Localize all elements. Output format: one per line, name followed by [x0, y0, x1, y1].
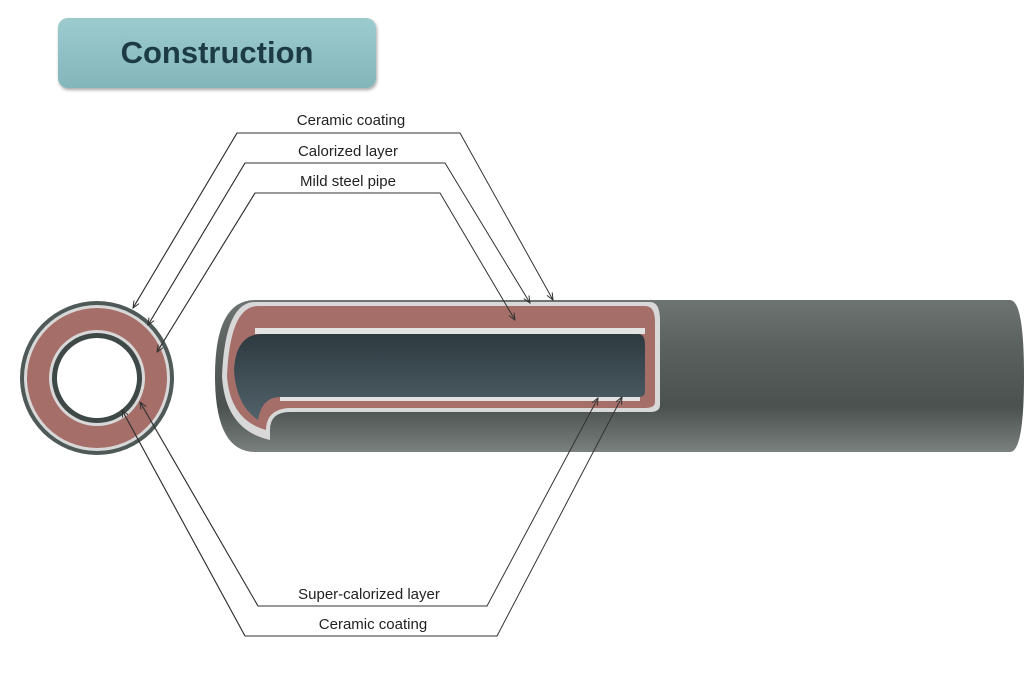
label-ceramic-coating-bottom: Ceramic coating [319, 616, 427, 633]
pipe-cross-section [20, 301, 174, 455]
pipe-cutaway [215, 300, 1024, 452]
label-ceramic-coating-top: Ceramic coating [297, 112, 405, 129]
page-title: Construction [120, 35, 314, 70]
label-calorized-layer: Calorized layer [298, 143, 398, 160]
label-mild-steel-pipe: Mild steel pipe [300, 173, 396, 190]
title-box: Construction [58, 18, 376, 88]
label-super-calorized-layer: Super-calorized layer [298, 586, 440, 603]
callout-lines [122, 132, 622, 637]
